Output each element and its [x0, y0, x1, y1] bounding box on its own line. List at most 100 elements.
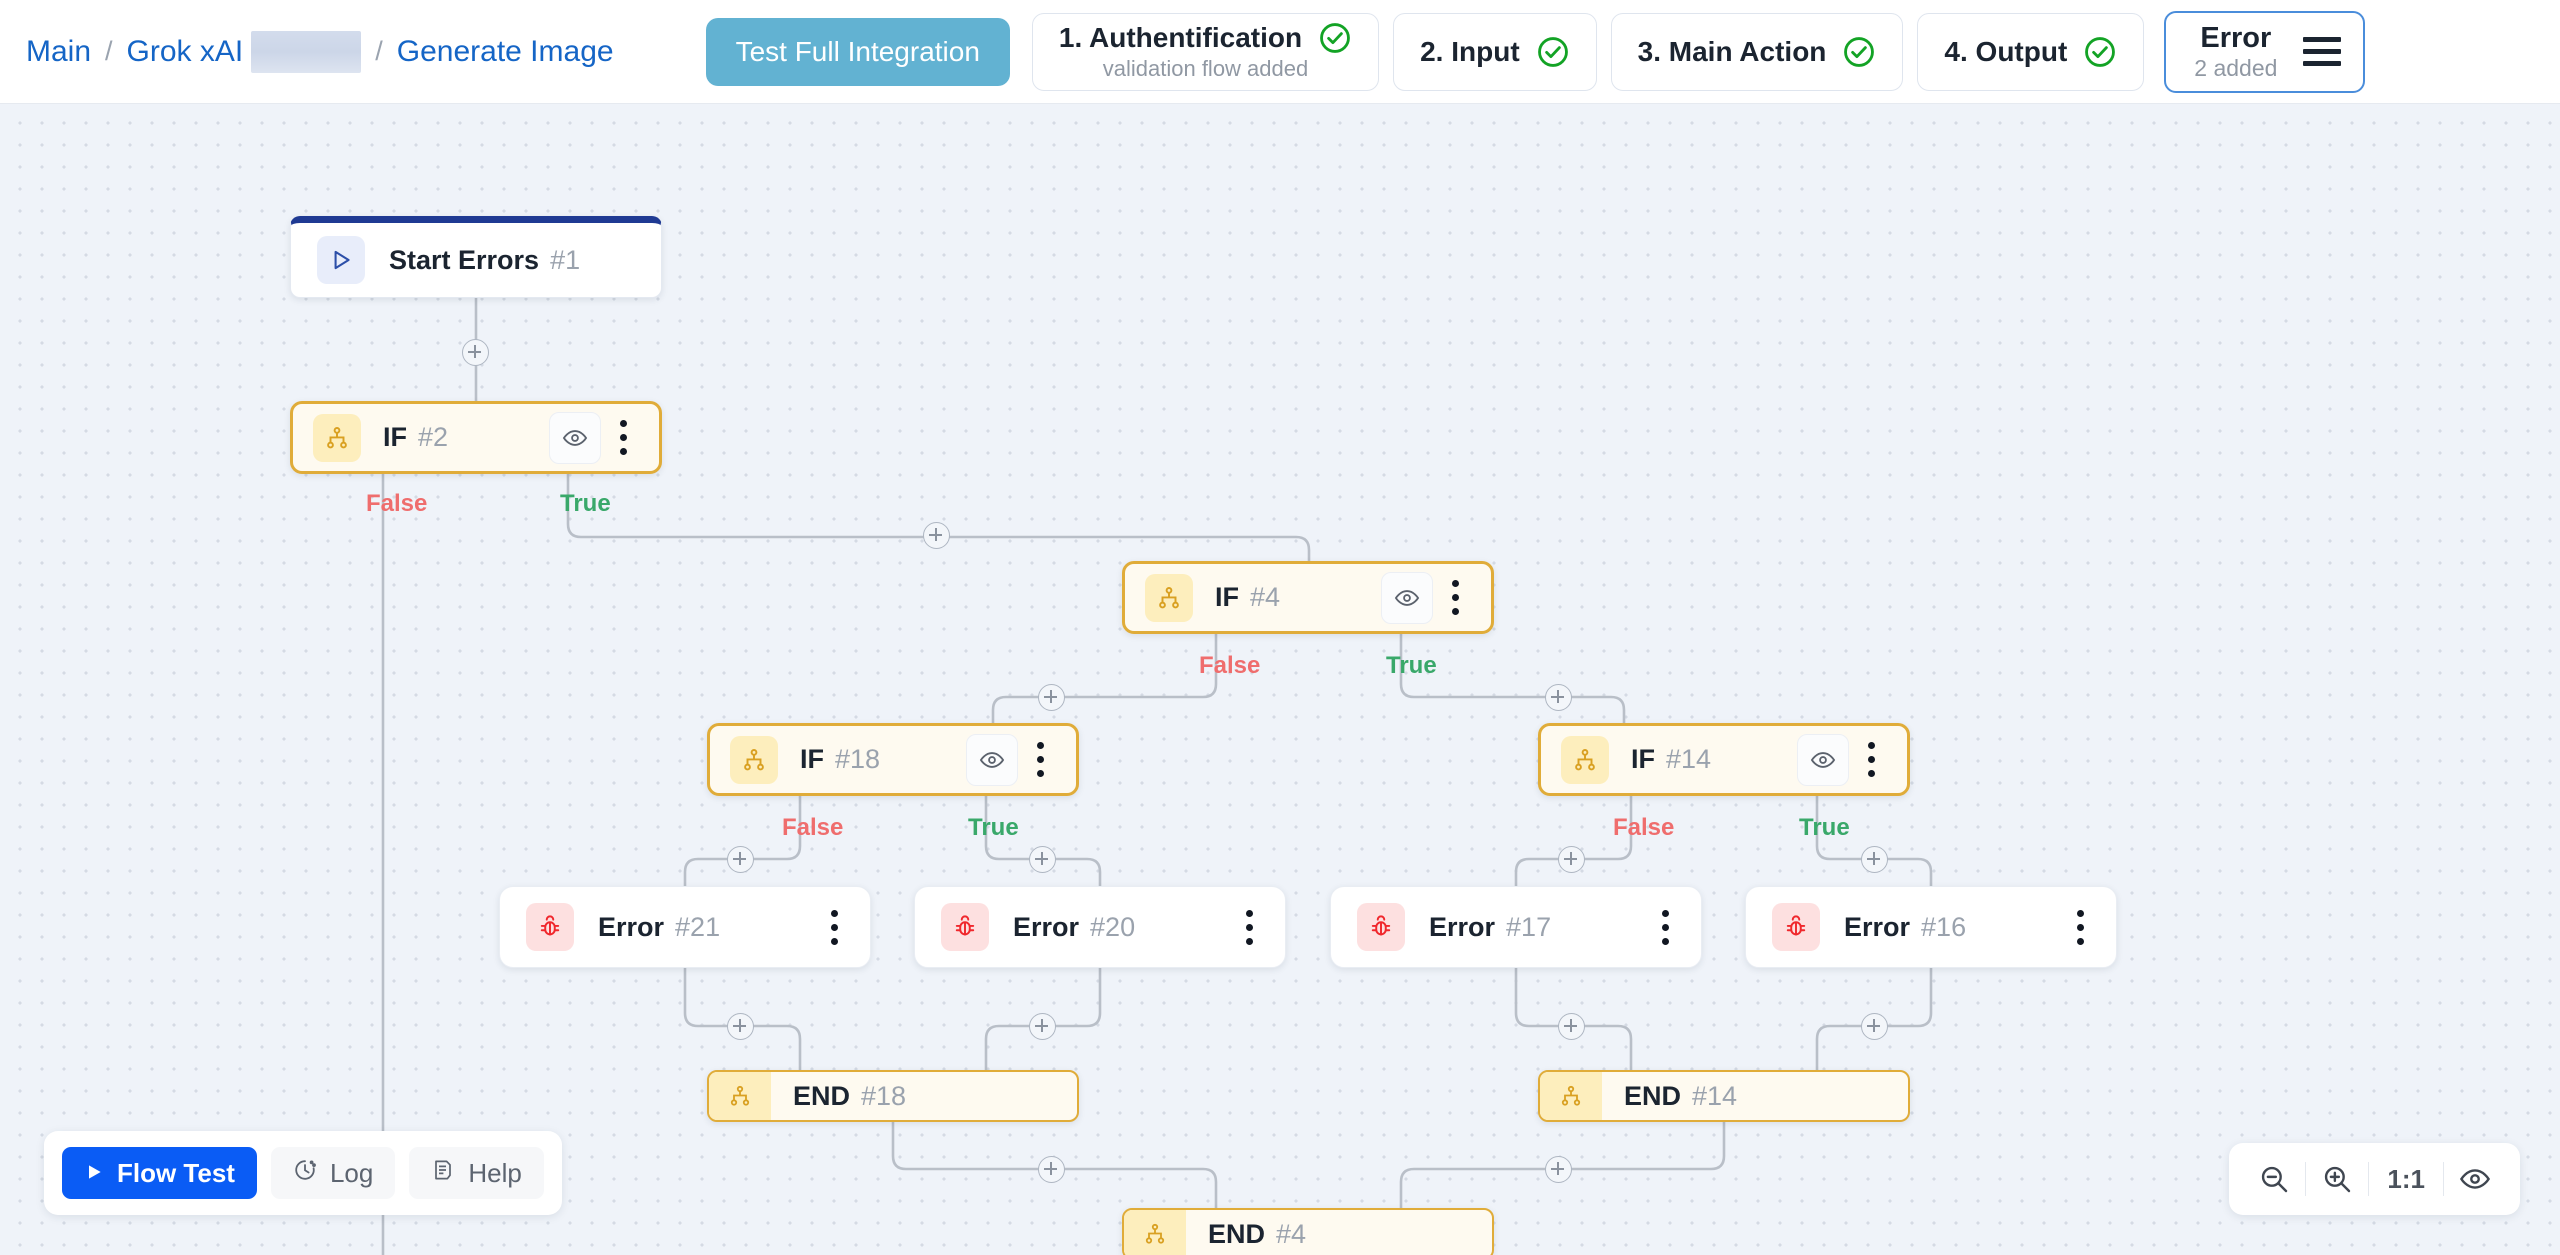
- play-icon: [84, 1158, 104, 1189]
- clock-history-icon: [293, 1158, 317, 1189]
- node-label: Error: [1013, 911, 1080, 942]
- node-number: #14: [1692, 1080, 1738, 1111]
- bug-icon: [1357, 903, 1405, 951]
- node-label: Start Errors: [389, 244, 540, 275]
- node-end-4[interactable]: END #4: [1122, 1208, 1494, 1255]
- test-full-integration-button[interactable]: Test Full Integration: [705, 17, 1010, 86]
- branch-label-false: False: [782, 814, 844, 841]
- node-number: #20: [1090, 911, 1136, 942]
- eye-icon[interactable]: [966, 733, 1018, 786]
- node-if-2[interactable]: IF #2: [290, 401, 662, 474]
- play-icon: [317, 236, 365, 284]
- node-menu-icon[interactable]: [812, 901, 856, 953]
- branch-label-false: False: [1199, 652, 1261, 679]
- bug-icon: [526, 903, 574, 951]
- node-start-errors[interactable]: Start Errors #1: [290, 216, 662, 298]
- help-button[interactable]: Help: [409, 1147, 544, 1199]
- tab-error-subtitle: 2 added: [2194, 54, 2278, 81]
- branch-icon: [1561, 735, 1609, 784]
- node-if-4[interactable]: IF #4: [1122, 561, 1494, 634]
- step-tabs: 1. Authentification validation flow adde…: [1031, 12, 2145, 91]
- node-error-16[interactable]: Error #16: [1745, 886, 2117, 968]
- tab-input[interactable]: 2. Input: [1393, 12, 1597, 91]
- add-node-button[interactable]: [923, 522, 950, 549]
- tab-output[interactable]: 4. Output: [1917, 12, 2145, 91]
- divider: [2443, 1162, 2444, 1196]
- check-circle-icon: [1536, 35, 1570, 69]
- bug-icon: [941, 903, 989, 951]
- node-number: #14: [1666, 744, 1712, 774]
- node-menu-icon[interactable]: [1849, 734, 1893, 786]
- add-node-button[interactable]: [1558, 846, 1585, 873]
- eye-icon[interactable]: [1797, 733, 1849, 786]
- breadcrumb: Main / Grok xAI / Generate Image: [26, 30, 614, 73]
- document-icon: [431, 1158, 455, 1189]
- add-node-button[interactable]: [1558, 1013, 1585, 1040]
- canvas-toolbar-left: Flow Test Log Help: [44, 1131, 562, 1215]
- branch-label-true: True: [1386, 652, 1437, 679]
- branch-icon: [313, 413, 361, 462]
- node-number: #18: [835, 744, 881, 774]
- node-label: IF: [800, 744, 824, 774]
- node-number: #21: [675, 911, 721, 942]
- tab-main-action-label: 3. Main Action: [1637, 35, 1827, 67]
- node-menu-icon[interactable]: [1433, 572, 1477, 624]
- node-if-18[interactable]: IF #18: [707, 723, 1079, 796]
- zoom-ratio-button[interactable]: 1:1: [2387, 1163, 2425, 1194]
- node-error-17[interactable]: Error #17: [1330, 886, 1702, 968]
- node-number: #17: [1506, 911, 1552, 942]
- flow-test-button[interactable]: Flow Test: [62, 1147, 257, 1199]
- add-node-button[interactable]: [1029, 846, 1056, 873]
- node-number: #16: [1921, 911, 1967, 942]
- branch-icon: [1124, 1210, 1186, 1255]
- node-if-14[interactable]: IF #14: [1538, 723, 1910, 796]
- node-end-18[interactable]: END #18: [707, 1070, 1079, 1122]
- node-menu-icon[interactable]: [2058, 901, 2102, 953]
- add-node-button[interactable]: [1861, 846, 1888, 873]
- tab-authentification[interactable]: 1. Authentification validation flow adde…: [1031, 12, 1380, 91]
- breadcrumb-redacted-block: [251, 30, 362, 73]
- breadcrumb-main[interactable]: Main: [26, 34, 92, 68]
- add-node-button[interactable]: [1861, 1013, 1888, 1040]
- node-menu-icon[interactable]: [1018, 734, 1062, 786]
- add-node-button[interactable]: [1038, 684, 1065, 711]
- node-menu-icon[interactable]: [601, 412, 645, 464]
- zoom-out-icon[interactable]: [2243, 1143, 2305, 1215]
- breadcrumb-grok-xai[interactable]: Grok xAI: [126, 34, 244, 68]
- tab-main-action[interactable]: 3. Main Action: [1610, 12, 1904, 91]
- node-label: Error: [598, 911, 665, 942]
- zoom-in-icon[interactable]: [2306, 1143, 2368, 1215]
- breadcrumb-generate-image[interactable]: Generate Image: [396, 34, 614, 68]
- flow-canvas[interactable]: Start Errors #1 IF #2 IF: [0, 104, 2560, 1255]
- branch-label-false: False: [1613, 814, 1675, 841]
- log-label: Log: [329, 1157, 374, 1188]
- node-label: END: [1208, 1218, 1266, 1249]
- eye-icon[interactable]: [1381, 571, 1433, 624]
- add-node-button[interactable]: [1545, 1156, 1572, 1183]
- add-node-button[interactable]: [727, 1013, 754, 1040]
- node-label: END: [1624, 1080, 1682, 1111]
- hamburger-menu-icon[interactable]: [2303, 37, 2342, 66]
- add-node-button[interactable]: [462, 339, 489, 366]
- help-label: Help: [468, 1157, 522, 1188]
- tab-error[interactable]: Error 2 added: [2164, 10, 2366, 93]
- node-end-14[interactable]: END #14: [1538, 1070, 1910, 1122]
- eye-icon[interactable]: [549, 411, 601, 464]
- node-error-20[interactable]: Error #20: [914, 886, 1286, 968]
- branch-label-true: True: [1799, 814, 1850, 841]
- node-number: #4: [1276, 1218, 1307, 1249]
- node-label: END: [793, 1080, 851, 1111]
- add-node-button[interactable]: [1038, 1156, 1065, 1183]
- node-menu-icon[interactable]: [1643, 901, 1687, 953]
- add-node-button[interactable]: [1545, 684, 1572, 711]
- divider: [2368, 1162, 2370, 1196]
- node-menu-icon[interactable]: [1227, 901, 1271, 953]
- log-button[interactable]: Log: [270, 1147, 396, 1199]
- add-node-button[interactable]: [1029, 1013, 1056, 1040]
- check-circle-icon: [1318, 21, 1352, 55]
- eye-icon[interactable]: [2444, 1143, 2506, 1215]
- breadcrumb-separator-1: /: [105, 36, 113, 66]
- node-number: #18: [861, 1080, 907, 1111]
- node-error-21[interactable]: Error #21: [499, 886, 871, 968]
- add-node-button[interactable]: [727, 846, 754, 873]
